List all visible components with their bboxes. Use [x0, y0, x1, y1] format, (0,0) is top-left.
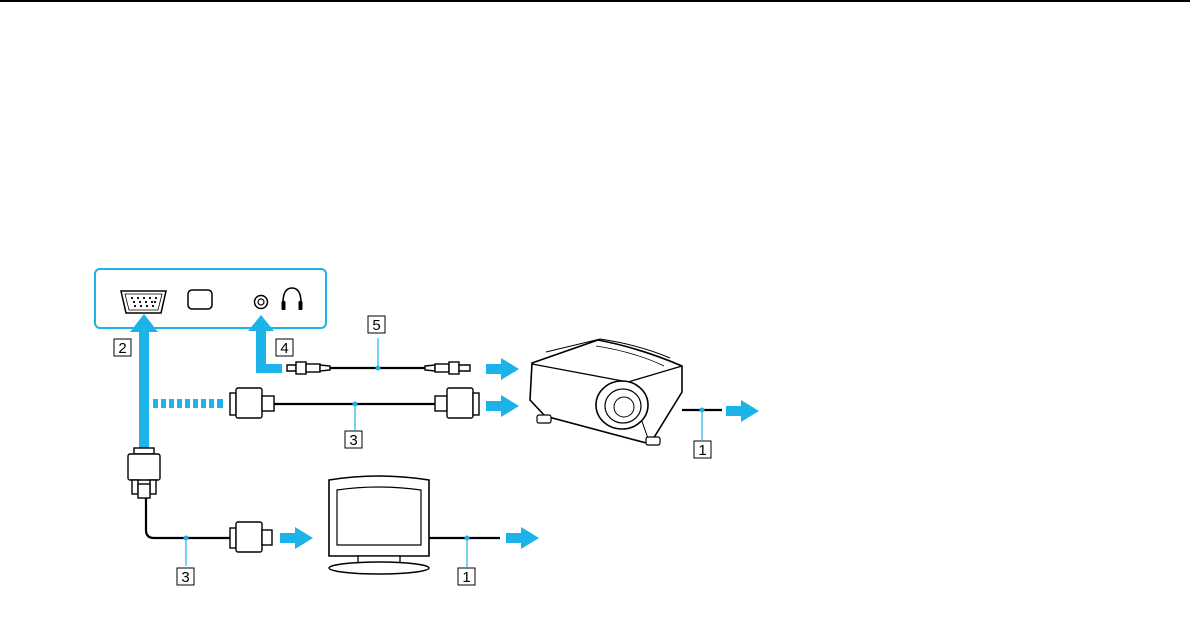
vga-to-monitor-arrow	[280, 527, 313, 549]
monitor-power-cable	[429, 527, 539, 567]
projector-icon	[530, 339, 682, 445]
callout-1-monitor: 1	[458, 568, 475, 586]
hdmi-port-icon	[188, 290, 212, 309]
vga-to-projector-arrow	[486, 395, 519, 417]
callout-5-label: 5	[372, 317, 380, 334]
callout-1-monitor-label: 1	[462, 569, 470, 586]
port-panel	[95, 269, 326, 328]
vga-splitter-plug	[128, 448, 232, 538]
callout-3-projector: 3	[345, 431, 362, 449]
vga-cable-projector	[230, 388, 479, 430]
vga-cable-monitor	[184, 522, 273, 566]
vga-branch-dashes	[153, 399, 223, 408]
callout-2-label: 2	[118, 340, 126, 357]
callout-4: 4	[276, 339, 293, 357]
audio-to-projector-arrow	[486, 358, 519, 380]
audio-cable	[287, 338, 470, 374]
callout-4-label: 4	[280, 340, 288, 357]
monitor-icon	[329, 476, 429, 574]
callout-1-projector-label: 1	[698, 442, 706, 459]
projector-power-cable	[682, 400, 759, 440]
callout-3-monitor-label: 3	[181, 569, 189, 586]
monitor-port-icon	[121, 291, 166, 313]
callout-5: 5	[368, 316, 385, 334]
headphone-jack-icon	[255, 296, 268, 309]
callout-3-projector-label: 3	[349, 432, 357, 449]
callout-3-monitor: 3	[177, 568, 194, 586]
callout-2: 2	[114, 339, 131, 357]
vga-up-arrow	[130, 314, 158, 449]
callout-1-projector: 1	[694, 441, 711, 459]
